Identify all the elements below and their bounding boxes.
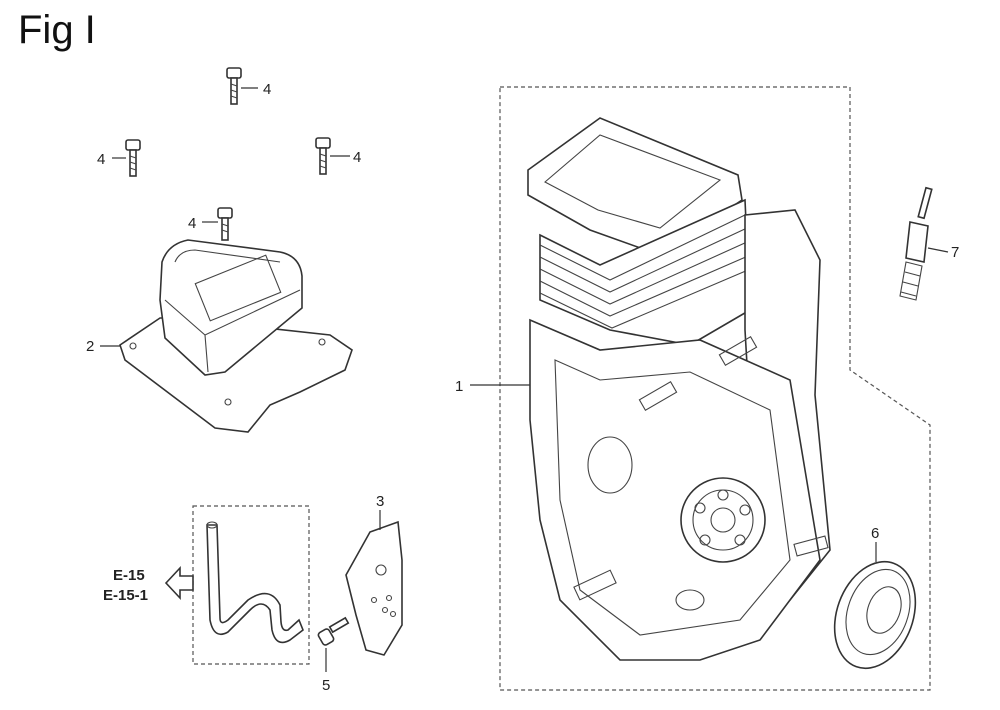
bolt-part-4-top[interactable] xyxy=(226,67,258,105)
callout-4-left: 4 xyxy=(97,151,105,168)
crankcase-assembly-frame xyxy=(499,86,931,691)
screw-part-5[interactable] xyxy=(317,616,350,672)
oil-seal-part-6[interactable] xyxy=(820,542,929,680)
callout-4-top: 4 xyxy=(263,81,271,98)
callout-1: 1 xyxy=(455,378,463,395)
reference-e-15[interactable]: E-15 xyxy=(113,567,145,584)
reference-arrow-icon[interactable] xyxy=(164,565,194,601)
callout-6: 6 xyxy=(871,525,879,542)
bolt-part-4-left[interactable] xyxy=(112,139,141,177)
bolt-part-4-right[interactable] xyxy=(315,137,350,175)
bolt-part-4-middle[interactable] xyxy=(202,207,233,241)
plate-part-3[interactable] xyxy=(345,510,403,656)
cover-part-2[interactable] xyxy=(100,239,353,433)
callout-5: 5 xyxy=(322,677,330,694)
spark-plug-part-7[interactable] xyxy=(899,186,949,301)
crankcase-part-1[interactable] xyxy=(470,117,831,661)
callout-7: 7 xyxy=(951,244,959,261)
callout-3: 3 xyxy=(376,493,384,510)
breather-tube[interactable] xyxy=(206,521,304,644)
figure-title: Fig I xyxy=(18,8,96,52)
callout-2: 2 xyxy=(86,338,94,355)
callout-4-middle: 4 xyxy=(188,215,196,232)
callout-4-right: 4 xyxy=(353,149,361,166)
reference-e-15-1[interactable]: E-15-1 xyxy=(103,587,148,604)
